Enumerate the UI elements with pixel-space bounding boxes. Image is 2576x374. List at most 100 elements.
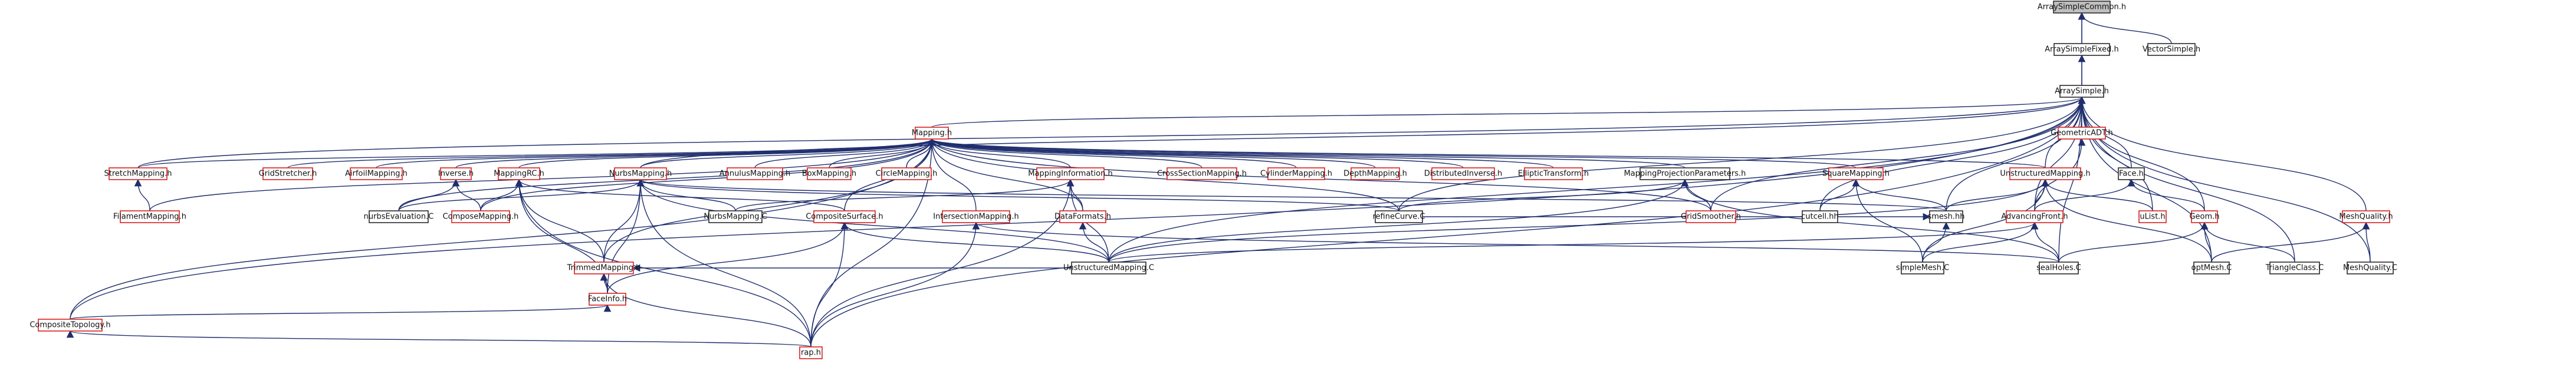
edge-optmesh-c-to-arraysimple-h bbox=[2078, 96, 2212, 263]
node-box bbox=[2118, 167, 2145, 180]
edge-line bbox=[1819, 178, 1860, 211]
node-geom-h[interactable]: Geom.h bbox=[2189, 210, 2220, 223]
node-composemapping-h[interactable]: ComposeMapping.h bbox=[443, 210, 519, 223]
edge-line bbox=[515, 178, 845, 211]
node-nurbsevaluation-c[interactable]: nurbsEvaluation.C bbox=[364, 210, 434, 223]
node-unstructuredmapping-h[interactable]: UnstructuredMapping.h bbox=[2000, 167, 2091, 180]
edge-line bbox=[810, 178, 1075, 347]
edge-unstructuredmapping-c-to-advancingfront-h bbox=[1108, 221, 2038, 263]
edge-unstructuredmapping-h-to-mapping-h bbox=[928, 138, 2046, 168]
node-box bbox=[38, 319, 103, 332]
node-label: rap.h bbox=[801, 349, 821, 358]
edge-rap-h-to-nurbsmapping-h bbox=[636, 178, 811, 347]
node-filamentmapping-h[interactable]: FilamentMapping.h bbox=[113, 210, 186, 223]
edge-vectorsimple-h-to-arraysimplecommon-h bbox=[2078, 12, 2172, 44]
node-label: MappingProjectionParameters.h bbox=[1624, 170, 1746, 178]
edge-line bbox=[2078, 12, 2172, 44]
edge-rap-h-to-compositetopology-h bbox=[67, 330, 811, 347]
edge-rap-h-to-arraysimple-h bbox=[810, 96, 2086, 347]
node-label: CompositeSurface.h bbox=[806, 213, 883, 221]
node-depthmapping-h[interactable]: DepthMapping.h bbox=[1343, 167, 1407, 180]
edge-line bbox=[2362, 221, 2371, 263]
edge-faceinfo-h-to-compositesurface-h bbox=[607, 221, 849, 294]
node-mappingprojectionparameters-h[interactable]: MappingProjectionParameters.h bbox=[1624, 167, 1746, 180]
node-vectorsimple-h[interactable]: VectorSimple.h bbox=[2143, 43, 2200, 56]
edge-line bbox=[1108, 96, 2086, 263]
node-box bbox=[2059, 85, 2104, 98]
node-elliptictransform-h[interactable]: EllipticTransform.h bbox=[1518, 167, 1589, 180]
node-label: NurbsMapping.h bbox=[609, 170, 672, 178]
node-compositesurface-h[interactable]: CompositeSurface.h bbox=[806, 210, 883, 223]
edge-refinecurve-c-to-mapping-h bbox=[928, 138, 1399, 211]
node-meshquality-h[interactable]: MeshQuality.h bbox=[2339, 210, 2393, 223]
node-circlemapping-h[interactable]: CircleMapping.h bbox=[876, 167, 938, 180]
node-label: ComposeMapping.h bbox=[443, 213, 519, 221]
node-label: CylinderMapping.h bbox=[1260, 170, 1332, 178]
edge-cutcell-hh-to-squaremapping-h bbox=[1819, 178, 1860, 211]
node-gridstretcher-h[interactable]: GridStretcher.h bbox=[259, 167, 317, 180]
node-simplemesh-c[interactable]: simpleMesh.C bbox=[1896, 262, 1949, 274]
node-box bbox=[1431, 167, 1495, 180]
node-airfoilmapping-h[interactable]: AirfoilMapping.h bbox=[345, 167, 408, 180]
node-inverse-h[interactable]: Inverse.h bbox=[438, 167, 474, 180]
node-ulist-h[interactable]: uList.h bbox=[2138, 210, 2167, 223]
node-arraysimplecommon-h[interactable]: ArraySimpleCommon.h bbox=[2038, 1, 2126, 14]
node-box bbox=[813, 210, 876, 223]
node-meshquality-c[interactable]: MeshQuality.C bbox=[2343, 262, 2397, 274]
node-cutcell-hh[interactable]: cutcell.hh bbox=[1801, 210, 1839, 223]
edge-line bbox=[931, 96, 2085, 128]
node-smesh-hh[interactable]: smesh.hh bbox=[1927, 210, 1965, 223]
edge-nurbsmapping-c-to-mappinginformation-h bbox=[735, 178, 1075, 211]
node-face-h[interactable]: Face.h bbox=[2118, 167, 2145, 180]
node-box bbox=[1901, 262, 1944, 274]
node-intersectionmapping-h[interactable]: IntersectionMapping.h bbox=[933, 210, 1019, 223]
node-label: uList.h bbox=[2140, 213, 2165, 221]
node-label: ArraySimple.h bbox=[2055, 87, 2109, 96]
node-box bbox=[498, 167, 540, 180]
node-mappingrc-h[interactable]: MappingRC.h bbox=[494, 167, 544, 180]
edge-line bbox=[640, 138, 936, 168]
node-nurbsmapping-h[interactable]: NurbsMapping.h bbox=[609, 167, 672, 180]
node-crosssectionmapping-h[interactable]: CrossSectionMapping.h bbox=[1157, 167, 1247, 180]
edge-unstructuredmapping-c-to-nurbsmapping-h bbox=[636, 178, 1109, 263]
node-annulusmapping-h[interactable]: AnnulusMapping.h bbox=[719, 167, 790, 180]
edge-smesh-hh-to-squaremapping-h bbox=[1852, 178, 1947, 211]
node-geometricadt-h[interactable]: GeometricADT.h bbox=[2051, 127, 2113, 140]
node-mapping-h[interactable]: Mapping.h bbox=[912, 127, 952, 140]
node-distributedinverse-h[interactable]: DistributedInverse.h bbox=[1424, 167, 1503, 180]
edge-rap-h-to-intersectionmapping-h bbox=[810, 221, 980, 347]
edge-line bbox=[636, 178, 811, 347]
edge-advancingfront-h-to-arraysimple-h bbox=[2034, 96, 2086, 211]
node-compositetopology-h[interactable]: CompositeTopology.h bbox=[29, 319, 111, 332]
node-label: GridSmoother.h bbox=[1681, 213, 1741, 221]
node-sealholes-c[interactable]: sealHoles.C bbox=[2036, 262, 2081, 274]
edge-smesh-hh-to-unstructuredmapping-h bbox=[1946, 178, 2049, 211]
node-mappinginformation-h[interactable]: MappingInformation.h bbox=[1028, 167, 1113, 180]
edge-line bbox=[2041, 178, 2153, 211]
edge-unstructuredmapping-c-to-mappingprojectionparameters-h bbox=[1108, 178, 1689, 263]
edge-line bbox=[398, 178, 645, 211]
node-refinecurve-c[interactable]: refineCurve.C bbox=[1372, 210, 1425, 223]
node-faceinfo-h[interactable]: FaceInfo.h bbox=[588, 293, 627, 306]
edge-smesh-hh-to-arraysimple-h bbox=[1946, 96, 2086, 211]
node-box bbox=[2053, 43, 2110, 56]
node-boxmapping-h[interactable]: BoxMapping.h bbox=[802, 167, 856, 180]
node-optmesh-c[interactable]: optMesh.C bbox=[2191, 262, 2232, 274]
node-rap-h[interactable]: rap.h bbox=[799, 346, 823, 359]
node-label: UnstructuredMapping.C bbox=[1063, 264, 1154, 273]
node-gridsmoother-h[interactable]: GridSmoother.h bbox=[1681, 210, 1741, 223]
node-dataformats-h[interactable]: DataFormats.h bbox=[1054, 210, 1111, 223]
node-arraysimple-h[interactable]: ArraySimple.h bbox=[2055, 85, 2109, 98]
node-advancingfront-h[interactable]: AdvancingFront.h bbox=[2001, 210, 2068, 223]
edge-line bbox=[455, 138, 936, 168]
node-cylindermapping-h[interactable]: CylinderMapping.h bbox=[1260, 167, 1332, 180]
node-nurbsmapping-c[interactable]: NurbsMapping.C bbox=[704, 210, 767, 223]
node-trimmedmapping-h[interactable]: TrimmedMapping.h bbox=[567, 262, 641, 274]
node-arraysimplefixed-h[interactable]: ArraySimpleFixed.h bbox=[2045, 43, 2119, 56]
edge-elliptictransform-h-to-mapping-h bbox=[928, 138, 1554, 168]
node-triangleclass-c[interactable]: TriangleClass.C bbox=[2265, 262, 2324, 274]
node-stretchmapping-h[interactable]: StretchMapping.h bbox=[104, 167, 172, 180]
node-squaremapping-h[interactable]: SquareMapping.h bbox=[1822, 167, 1890, 180]
node-unstructuredmapping-c[interactable]: UnstructuredMapping.C bbox=[1063, 262, 1154, 274]
